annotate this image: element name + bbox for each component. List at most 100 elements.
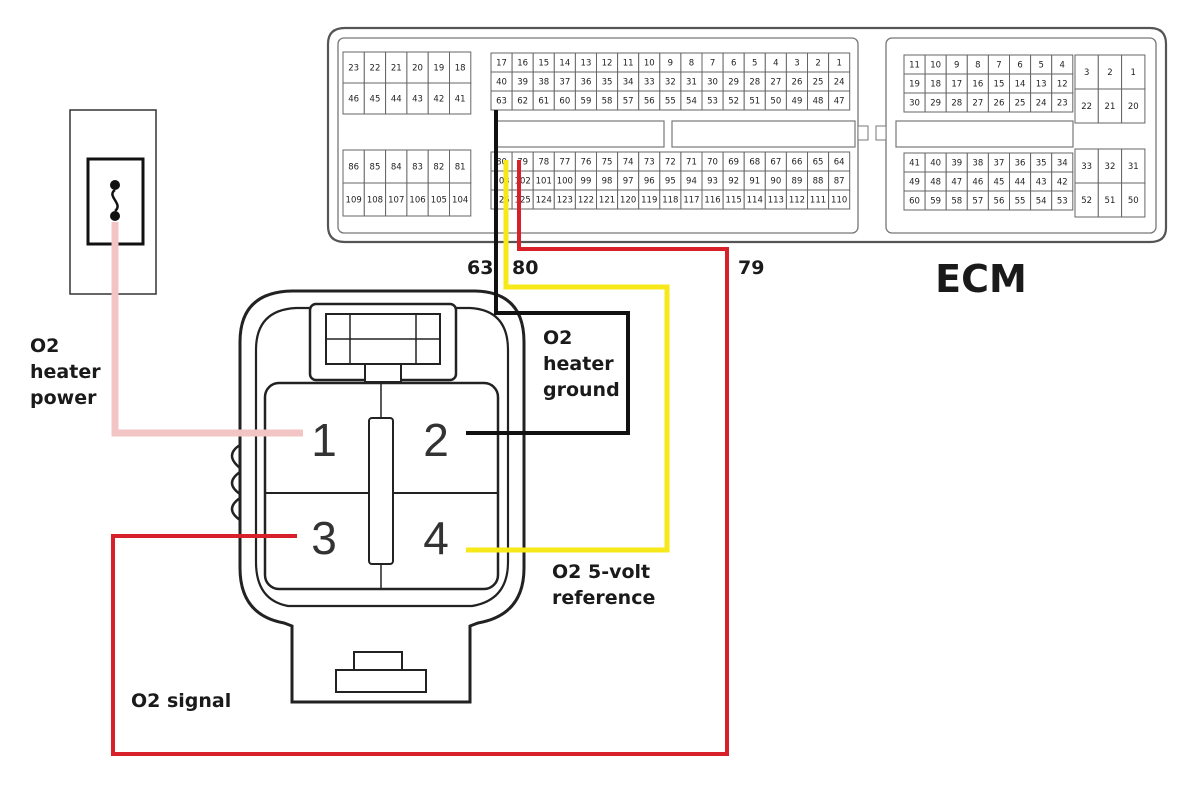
ecm-pin-cell [1051,190,1074,211]
ecm-pin-58: 58 [951,197,962,207]
ecm-pin-32: 32 [1105,162,1116,172]
ecm-pin-23: 23 [1057,99,1068,109]
ecm-pin-57: 57 [972,197,983,207]
pin-79-callout: 79 [738,257,764,279]
ecm-pin-67: 67 [770,158,781,168]
ecm-pin-11: 11 [623,59,634,69]
ecm-pin-19: 19 [433,64,444,74]
ecm-pin-36: 36 [581,78,592,88]
ecm-pin-82: 82 [433,163,444,173]
ecm-pin-54: 54 [686,97,697,107]
ecm-pin-28: 28 [951,99,962,109]
ecm-pin-19: 19 [909,80,920,90]
ecm-pin-59: 59 [930,197,941,207]
ecm-pin-5: 5 [752,59,757,69]
reference-wire [466,160,670,553]
ecm-pin-16: 16 [972,80,983,90]
wires [111,110,729,756]
ecm-pin-100: 100 [557,177,573,187]
ecm-pin-60: 60 [909,197,920,207]
ecm-pin-109: 109 [346,196,362,206]
ecm-pin-45: 45 [994,178,1005,188]
ecm-pin-93: 93 [707,177,718,187]
ecm-title: ECM [935,257,1027,301]
ecm-pin-101: 101 [536,177,552,187]
ecm-pin-6: 6 [1017,61,1022,71]
ecm-pin-17: 17 [951,80,962,90]
ecm-pin-10: 10 [644,59,655,69]
ecm-pin-16: 16 [517,59,528,69]
ecm-pin-24: 24 [834,78,845,88]
ecm-pin-74: 74 [623,158,634,168]
ecm-pin-69: 69 [728,158,739,168]
reference-label: O2 5-volt reference [552,561,655,609]
ecm-pin-96: 96 [644,177,655,187]
ecm-pin-33: 33 [1081,162,1092,172]
ecm-pin-8: 8 [689,59,694,69]
ecm-pin-65: 65 [813,158,824,168]
ecm-pin-83: 83 [412,163,423,173]
ecm-pin-26: 26 [994,99,1005,109]
ecm-pin-14: 14 [1015,80,1026,90]
ecm-pin-41: 41 [909,159,920,169]
ecm-pin-15: 15 [538,59,549,69]
ecm-pin-21: 21 [391,64,402,74]
ecm-pin-53: 53 [1057,197,1068,207]
ecm-pin-56: 56 [644,97,655,107]
o2-sensor-connector: 1 2 3 4 [230,289,526,704]
ecm-pin-55: 55 [665,97,676,107]
ecm-pin-13: 13 [581,59,592,69]
ecm-pin-7: 7 [710,59,715,69]
ecm-pin-43: 43 [412,95,423,105]
ecm-pin-51: 51 [1105,196,1116,206]
ecm-pin-104: 104 [452,196,468,206]
ecm-pin-42: 42 [1057,178,1068,188]
ecm-pin-47: 47 [951,178,962,188]
heater-power-wire [111,222,303,437]
ecm-pin-73: 73 [644,158,655,168]
heater-ground-wire [466,110,630,435]
ecm-pin-30: 30 [707,78,718,88]
ecm-pin-15: 15 [994,80,1005,90]
ecm-pin-42: 42 [433,95,444,105]
ecm-pin-72: 72 [665,158,676,168]
ecm-pin-12: 12 [602,59,613,69]
ecm-pin-113: 113 [768,196,784,206]
ecm-pin-35: 35 [602,78,613,88]
ecm-pin-79: 79 [517,158,528,168]
ecm-pin-38: 38 [538,78,549,88]
ecm-pin-40: 40 [496,78,507,88]
ecm-pin-126: 126 [493,196,509,206]
ecm-pin-51: 51 [749,97,760,107]
ecm-pin-34: 34 [623,78,634,88]
ecm-pin-3: 3 [1084,68,1089,78]
ecm-pin-39: 39 [951,159,962,169]
ecm-pin-119: 119 [641,196,657,206]
ecm-pin-cell [1051,92,1074,113]
ecm-pin-48: 48 [930,178,941,188]
ecm-pin-14: 14 [559,59,570,69]
ecm-pin-4: 4 [773,59,778,69]
ecm-pin-10: 10 [930,61,941,71]
ecm-pin-49: 49 [909,178,920,188]
ecm-pin-52: 52 [728,97,739,107]
ecm-pin-70: 70 [707,158,718,168]
fuse-icon [110,180,120,221]
ecm-pin-31: 31 [686,78,697,88]
ecm-pin-97: 97 [623,177,634,187]
pin-63-callout: 63 [467,257,493,279]
ecm-pin-125: 125 [515,196,531,206]
svg-text:ground: ground [543,379,620,401]
ecm-pin-64: 64 [834,158,845,168]
heater-power-label: O2 heater power [30,335,101,409]
ecm-pin-27: 27 [972,99,983,109]
ecm-pin-114: 114 [747,196,763,206]
terminal-3-label: 3 [311,512,337,564]
ecm-pin-46: 46 [348,95,359,105]
pin-80-callout: 80 [512,257,538,279]
ecm-pin-6: 6 [731,59,736,69]
svg-text:O2: O2 [30,335,59,357]
ecm-pin-34: 34 [1057,159,1068,169]
